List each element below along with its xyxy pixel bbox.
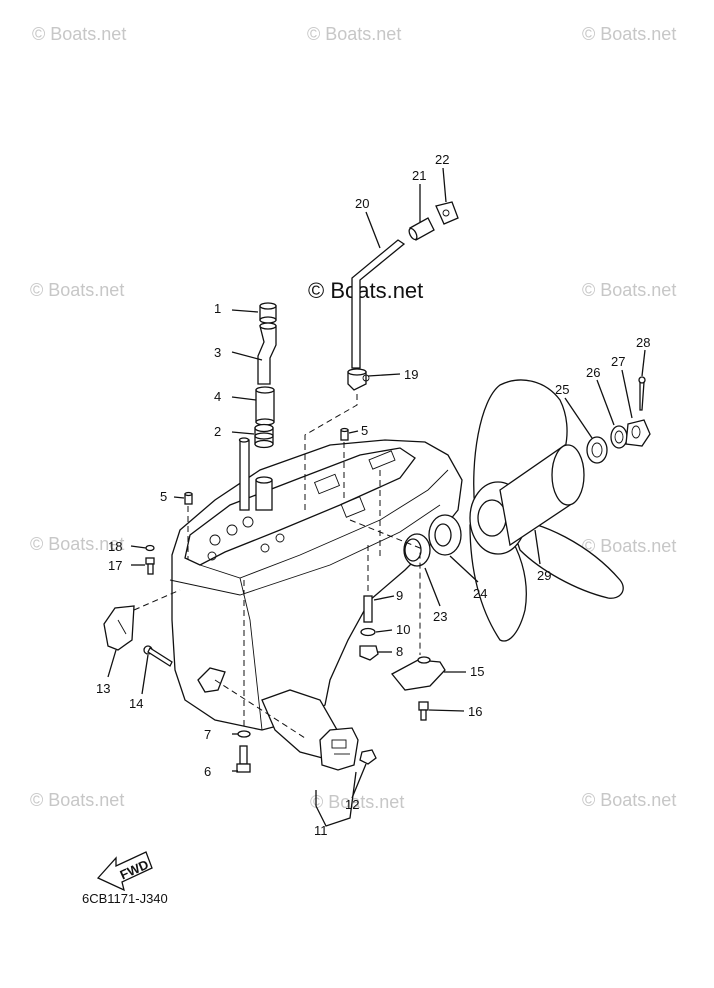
part-24-thrust-washer[interactable] — [428, 514, 462, 556]
part-27-nut[interactable] — [625, 419, 651, 447]
watermark-lower-left: © Boats.net — [30, 790, 124, 810]
part-6-bolt[interactable] — [236, 745, 251, 773]
lower-unit-housing[interactable] — [169, 437, 463, 761]
callout-15: 15 — [470, 664, 484, 679]
callout-14: 14 — [129, 696, 143, 711]
watermark-top-left: © Boats.net — [32, 24, 126, 44]
callout-22: 22 — [435, 152, 449, 167]
watermark-upper-right: © Boats.net — [582, 280, 676, 300]
part-12-nut[interactable] — [359, 749, 377, 765]
part-5-dowel-pin-b[interactable] — [184, 491, 193, 505]
part-15-water-inlet[interactable] — [391, 656, 446, 691]
align-line-shift-rod — [304, 394, 358, 510]
part-14-bolt[interactable] — [143, 645, 173, 667]
part-4-tube[interactable] — [255, 386, 275, 426]
align-line-cover-13 — [133, 589, 181, 611]
watermark-top-center: © Boats.net — [307, 24, 401, 44]
callout-11: 11 — [314, 823, 328, 838]
watermark-lower-right: © Boats.net — [582, 790, 676, 810]
part-2-grommet[interactable] — [254, 423, 274, 449]
callout-26: 26 — [586, 365, 600, 380]
callout-27: 27 — [611, 354, 625, 369]
part-11-anode[interactable] — [319, 727, 359, 771]
watermark-middle-left: © Boats.net — [30, 534, 124, 554]
callout-29: 29 — [537, 568, 551, 583]
watermark-middle-right: © Boats.net — [582, 536, 676, 556]
watermark-top-right: © Boats.net — [582, 24, 676, 44]
part-8-nut[interactable] — [359, 645, 379, 661]
callout-6: 6 — [204, 764, 211, 779]
callout-20: 20 — [355, 196, 369, 211]
part-23-seal[interactable] — [403, 533, 431, 567]
fwd-label: FWD — [118, 857, 151, 883]
callout-28: 28 — [636, 335, 650, 350]
leader-lines — [107, 167, 646, 827]
callout-17: 17 — [108, 558, 122, 573]
watermark-upper-left: © Boats.net — [30, 280, 124, 300]
callout-24: 24 — [473, 586, 487, 601]
part-3-water-tube[interactable] — [257, 322, 277, 385]
callout-7: 7 — [204, 727, 211, 742]
callout-10: 10 — [396, 622, 410, 637]
fwd-arrow-icon: FWD — [96, 851, 153, 892]
callout-8: 8 — [396, 644, 403, 659]
watermark-main: © Boats.net — [308, 278, 423, 303]
part-9-stud[interactable] — [363, 595, 373, 623]
part-5-dowel-pin-a[interactable] — [340, 427, 349, 441]
watermark-lower-center: © Boats.net — [310, 792, 404, 812]
diagram-code: 6CB1171-J340 — [82, 891, 168, 906]
part-19-boot[interactable] — [347, 368, 370, 391]
callout-19: 19 — [404, 367, 418, 382]
part-17-plug[interactable] — [145, 557, 155, 575]
callout-5-lower: 5 — [160, 489, 167, 504]
part-10-washer[interactable] — [360, 627, 376, 637]
callout-23: 23 — [433, 609, 447, 624]
part-1-grommet[interactable] — [259, 302, 277, 324]
callout-5-upper: 5 — [361, 423, 368, 438]
align-line-anode — [214, 679, 306, 739]
callout-3: 3 — [214, 345, 221, 360]
callout-9: 9 — [396, 588, 403, 603]
part-26-washer[interactable] — [610, 425, 628, 449]
part-13-cover[interactable] — [103, 605, 135, 651]
part-20-shift-rod[interactable] — [351, 239, 406, 369]
callout-18: 18 — [108, 539, 122, 554]
callout-21: 21 — [412, 168, 426, 183]
callout-4: 4 — [214, 389, 221, 404]
part-7-washer[interactable] — [237, 730, 251, 738]
callout-25: 25 — [555, 382, 569, 397]
part-16-screw[interactable] — [418, 701, 429, 721]
part-28-cotter-pin[interactable] — [638, 376, 646, 411]
callout-1: 1 — [214, 301, 221, 316]
align-line-inlet-15 — [349, 519, 421, 655]
part-21-bushing[interactable] — [408, 217, 435, 241]
part-18-washer[interactable] — [145, 544, 155, 552]
callout-12: 12 — [345, 797, 359, 812]
callout-13: 13 — [96, 681, 110, 696]
callout-2: 2 — [214, 424, 221, 439]
part-29-propeller[interactable] — [469, 379, 624, 642]
part-25-spacer[interactable] — [586, 436, 608, 464]
callout-16: 16 — [468, 704, 482, 719]
part-22-clip[interactable] — [435, 201, 459, 225]
